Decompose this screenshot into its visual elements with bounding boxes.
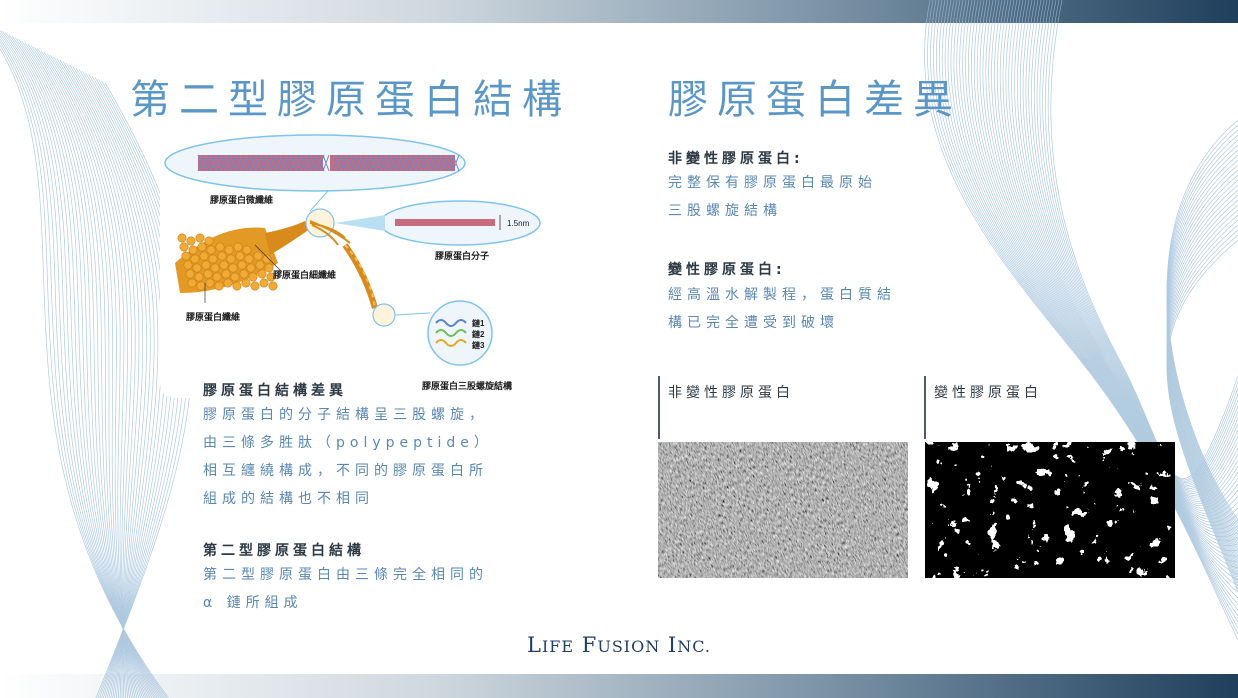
body-line: 構已完全遭受到破壞 xyxy=(668,315,839,331)
label-chain2: 鏈2 xyxy=(472,329,485,339)
divider-native xyxy=(658,376,660,439)
bottom-gradient-bar xyxy=(0,674,1238,698)
body-line: 由三條多胜肽（polypeptide） xyxy=(203,435,493,451)
top-gradient-bar xyxy=(0,0,1238,23)
label-microfibril: 膠原蛋白微纖維 xyxy=(210,194,273,205)
microfibril-strand xyxy=(197,154,460,172)
body-line: 完整保有膠原蛋白最原始 xyxy=(668,175,877,191)
section-body-denatured: 經高溫水解製程，蛋白質結 構已完全遭受到破壞 xyxy=(668,281,896,337)
slide-title-right: 膠原蛋白差異 xyxy=(668,76,962,123)
section-heading-denatured: 變性膠原蛋白: xyxy=(668,262,786,278)
collagen-structure-diagram: 膠原蛋白微纖維 1.5nm 膠原蛋白分子 膠原蛋白細纖維 膠原蛋白纖維 xyxy=(160,133,545,398)
label-triple-helix: 膠原蛋白三股螺旋結構 xyxy=(422,380,512,391)
denatured-collagen-micrograph xyxy=(925,442,1175,578)
image-label-native: 非變性膠原蛋白 xyxy=(668,385,794,401)
section-body-structure-difference: 膠原蛋白的分子結構呈三股螺旋， 由三條多胜肽（polypeptide） 相互纏繞… xyxy=(203,401,493,513)
body-line: 膠原蛋白的分子結構呈三股螺旋， xyxy=(203,407,488,423)
native-collagen-micrograph xyxy=(658,442,908,578)
section-heading-native: 非變性膠原蛋白: xyxy=(668,151,804,167)
label-chain3: 鏈3 xyxy=(472,340,485,350)
triple-helix-bubble xyxy=(427,300,493,366)
body-line: 組成的結構也不相同 xyxy=(203,491,374,507)
label-chain1: 鏈1 xyxy=(472,318,485,328)
collagen-fiber-bundle xyxy=(175,208,396,327)
company-footer: LIFE FUSION INC. xyxy=(527,633,711,657)
divider-denatured xyxy=(924,376,926,439)
section-body-native: 完整保有膠原蛋白最原始 三股螺旋結構 xyxy=(668,169,877,225)
image-label-denatured: 變性膠原蛋白 xyxy=(934,385,1042,401)
molecule-strand xyxy=(395,219,495,226)
body-line: 相互纏繞構成，不同的膠原蛋白所 xyxy=(203,463,488,479)
section-heading-type2-structure: 第二型膠原蛋白結構 xyxy=(203,543,365,559)
body-line: 三股螺旋結構 xyxy=(668,203,782,219)
label-molecule: 膠原蛋白分子 xyxy=(435,250,489,261)
label-fibril: 膠原蛋白細纖維 xyxy=(273,269,336,280)
slide-title-left: 第二型膠原蛋白結構 xyxy=(130,76,571,123)
label-fiber: 膠原蛋白纖維 xyxy=(186,311,240,322)
body-line: 第二型膠原蛋白由三條完全相同的 xyxy=(203,567,488,583)
label-size: 1.5nm xyxy=(507,219,530,228)
body-line: α 鏈所組成 xyxy=(203,595,303,611)
body-line: 經高溫水解製程，蛋白質結 xyxy=(668,287,896,303)
section-body-type2-structure: 第二型膠原蛋白由三條完全相同的 α 鏈所組成 xyxy=(203,561,488,617)
section-heading-structure-difference: 膠原蛋白結構差異 xyxy=(203,383,347,399)
